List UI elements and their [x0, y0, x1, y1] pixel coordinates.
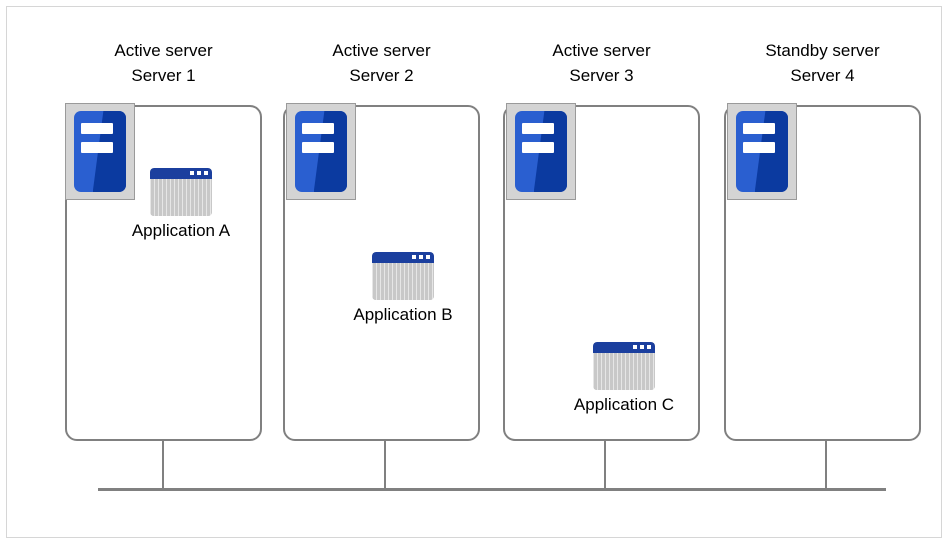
- server-icon-4: [727, 103, 797, 200]
- server-title-4: Standby server Server 4: [724, 38, 921, 88]
- server-icon-bar-bottom-3: [521, 141, 554, 154]
- application-dot-3a: [633, 345, 637, 349]
- server-icon-chip-3: [515, 111, 567, 192]
- application-dot-1b: [197, 171, 201, 175]
- server-icon-chip-2: [295, 111, 347, 192]
- server-name-label-4: Server 4: [790, 66, 855, 85]
- application-titlebar-dots-1: [190, 171, 208, 175]
- server-icon-2: [286, 103, 356, 200]
- server-icon-bar-bottom-1: [80, 141, 113, 154]
- application-window-icon-2: [372, 252, 434, 300]
- application-dot-3c: [647, 345, 651, 349]
- server-icon-chip-1: [74, 111, 126, 192]
- server-icon-bar-top-3: [521, 123, 554, 135]
- server-role-label-3: Active server: [552, 41, 651, 60]
- application-window-icon-3: [593, 342, 655, 390]
- application-dot-2b: [419, 255, 423, 259]
- server-name-label-1: Server 1: [131, 66, 196, 85]
- application-label-1: Application A: [131, 221, 231, 240]
- application-group-2[interactable]: Application B: [322, 252, 484, 325]
- application-dot-2a: [412, 255, 416, 259]
- application-titlebar-dots-2: [412, 255, 430, 259]
- network-connector-4: [825, 441, 827, 490]
- server-role-label-4: Standby server: [765, 41, 880, 60]
- server-title-3: Active server Server 3: [503, 38, 700, 88]
- application-window-icon-1: [150, 168, 212, 216]
- application-titlebar-dots-3: [633, 345, 651, 349]
- application-label-3: Application C: [573, 395, 675, 414]
- application-window-body-3: [593, 353, 655, 390]
- application-label-2: Application B: [353, 305, 453, 324]
- diagram-outer-frame: [6, 6, 942, 538]
- server-title-2: Active server Server 2: [283, 38, 480, 88]
- server-box-1[interactable]: [65, 105, 262, 441]
- server-name-label-2: Server 2: [349, 66, 414, 85]
- application-dot-2c: [426, 255, 430, 259]
- network-connector-1: [162, 441, 164, 490]
- application-titlebar-2: [372, 252, 434, 263]
- server-name-label-3: Server 3: [569, 66, 634, 85]
- server-icon-bar-bottom-4: [742, 141, 775, 154]
- application-titlebar-1: [150, 168, 212, 179]
- server-icon-1: [65, 103, 135, 200]
- network-bus-line: [98, 488, 886, 491]
- network-connector-2: [384, 441, 386, 490]
- server-icon-bar-top-1: [80, 123, 113, 135]
- server-icon-bar-bottom-2: [301, 141, 334, 154]
- application-dot-1c: [204, 171, 208, 175]
- application-dot-1a: [190, 171, 194, 175]
- application-group-1[interactable]: Application A: [100, 168, 262, 241]
- server-icon-3: [506, 103, 576, 200]
- server-icon-bar-top-2: [301, 123, 334, 135]
- application-dot-3b: [640, 345, 644, 349]
- application-window-body-2: [372, 263, 434, 300]
- server-title-1: Active server Server 1: [65, 38, 262, 88]
- server-role-label-2: Active server: [332, 41, 431, 60]
- application-group-3[interactable]: Application C: [543, 342, 705, 415]
- server-icon-chip-4: [736, 111, 788, 192]
- server-icon-bar-top-4: [742, 123, 775, 135]
- network-connector-3: [604, 441, 606, 490]
- server-role-label-1: Active server: [114, 41, 213, 60]
- application-titlebar-3: [593, 342, 655, 353]
- application-window-body-1: [150, 179, 212, 216]
